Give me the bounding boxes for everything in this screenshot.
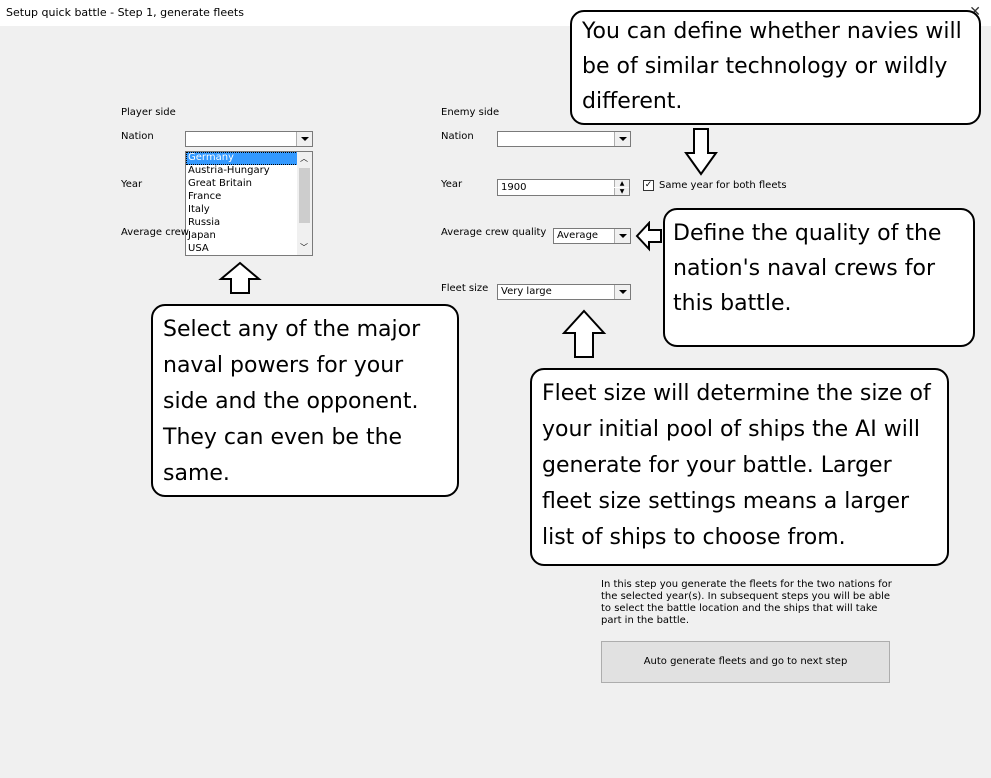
arrow-down-icon xyxy=(684,128,718,176)
player-nation-label: Nation xyxy=(121,131,154,142)
same-year-checkbox[interactable]: ✓ xyxy=(643,180,654,191)
nation-option[interactable]: Japan xyxy=(188,230,216,241)
fleet-size-label: Fleet size xyxy=(441,283,489,294)
arrow-up-icon xyxy=(218,261,262,294)
info-text: In this step you generate the fleets for… xyxy=(601,579,892,626)
nation-option[interactable]: Italy xyxy=(188,204,210,215)
nation-option[interactable]: France xyxy=(188,191,222,202)
chevron-down-icon[interactable] xyxy=(614,285,630,299)
scrollbar-thumb[interactable] xyxy=(299,168,310,223)
enemy-crew-label: Average crew quality xyxy=(441,227,547,238)
enemy-nation-label: Nation xyxy=(441,131,474,142)
nation-option[interactable]: USA xyxy=(188,243,209,254)
auto-generate-button[interactable]: Auto generate fleets and go to next step xyxy=(601,641,890,683)
callout-nation: Select any of the major naval powers for… xyxy=(151,304,459,497)
enemy-year-label: Year xyxy=(441,179,463,190)
nation-option[interactable]: Austria-Hungary xyxy=(188,165,270,176)
crew-quality-select[interactable]: Average xyxy=(553,228,631,244)
window-title: Setup quick battle - Step 1, generate fl… xyxy=(6,6,244,19)
spin-up-icon[interactable]: ▲ xyxy=(614,180,629,187)
arrow-left-icon xyxy=(635,221,662,252)
spin-down-icon[interactable]: ▼ xyxy=(614,188,629,195)
player-nation-select[interactable] xyxy=(185,131,313,147)
same-year-label: Same year for both fleets xyxy=(659,180,787,191)
callout-crew-quality: Define the quality of the nation's naval… xyxy=(663,208,975,347)
scroll-down-icon[interactable]: ﹀ xyxy=(300,243,308,252)
nation-option[interactable]: Russia xyxy=(188,217,221,228)
scroll-up-icon[interactable]: ︿ xyxy=(300,154,308,163)
dropdown-scrollbar[interactable]: ︿ ﹀ xyxy=(297,152,312,255)
year-spinner[interactable]: 1900 ▲ ▼ xyxy=(497,179,630,196)
chevron-down-icon[interactable] xyxy=(614,229,630,243)
chevron-down-icon[interactable] xyxy=(296,132,312,146)
year-value: 1900 xyxy=(501,182,527,193)
fleet-size-select[interactable]: Very large xyxy=(497,284,631,300)
enemy-nation-select[interactable] xyxy=(497,131,631,147)
player-crew-label: Average crew xyxy=(121,227,189,238)
chevron-down-icon[interactable] xyxy=(614,132,630,146)
arrow-up-icon xyxy=(561,309,607,358)
nation-option[interactable]: Great Britain xyxy=(188,178,252,189)
callout-technology: You can define whether navies will be of… xyxy=(570,10,981,125)
player-side-heading: Player side xyxy=(121,107,176,118)
player-year-label: Year xyxy=(121,179,143,190)
enemy-side-heading: Enemy side xyxy=(441,107,500,118)
callout-fleet-size: Fleet size will determine the size of yo… xyxy=(530,368,949,566)
nation-option[interactable]: Germany xyxy=(186,152,312,165)
